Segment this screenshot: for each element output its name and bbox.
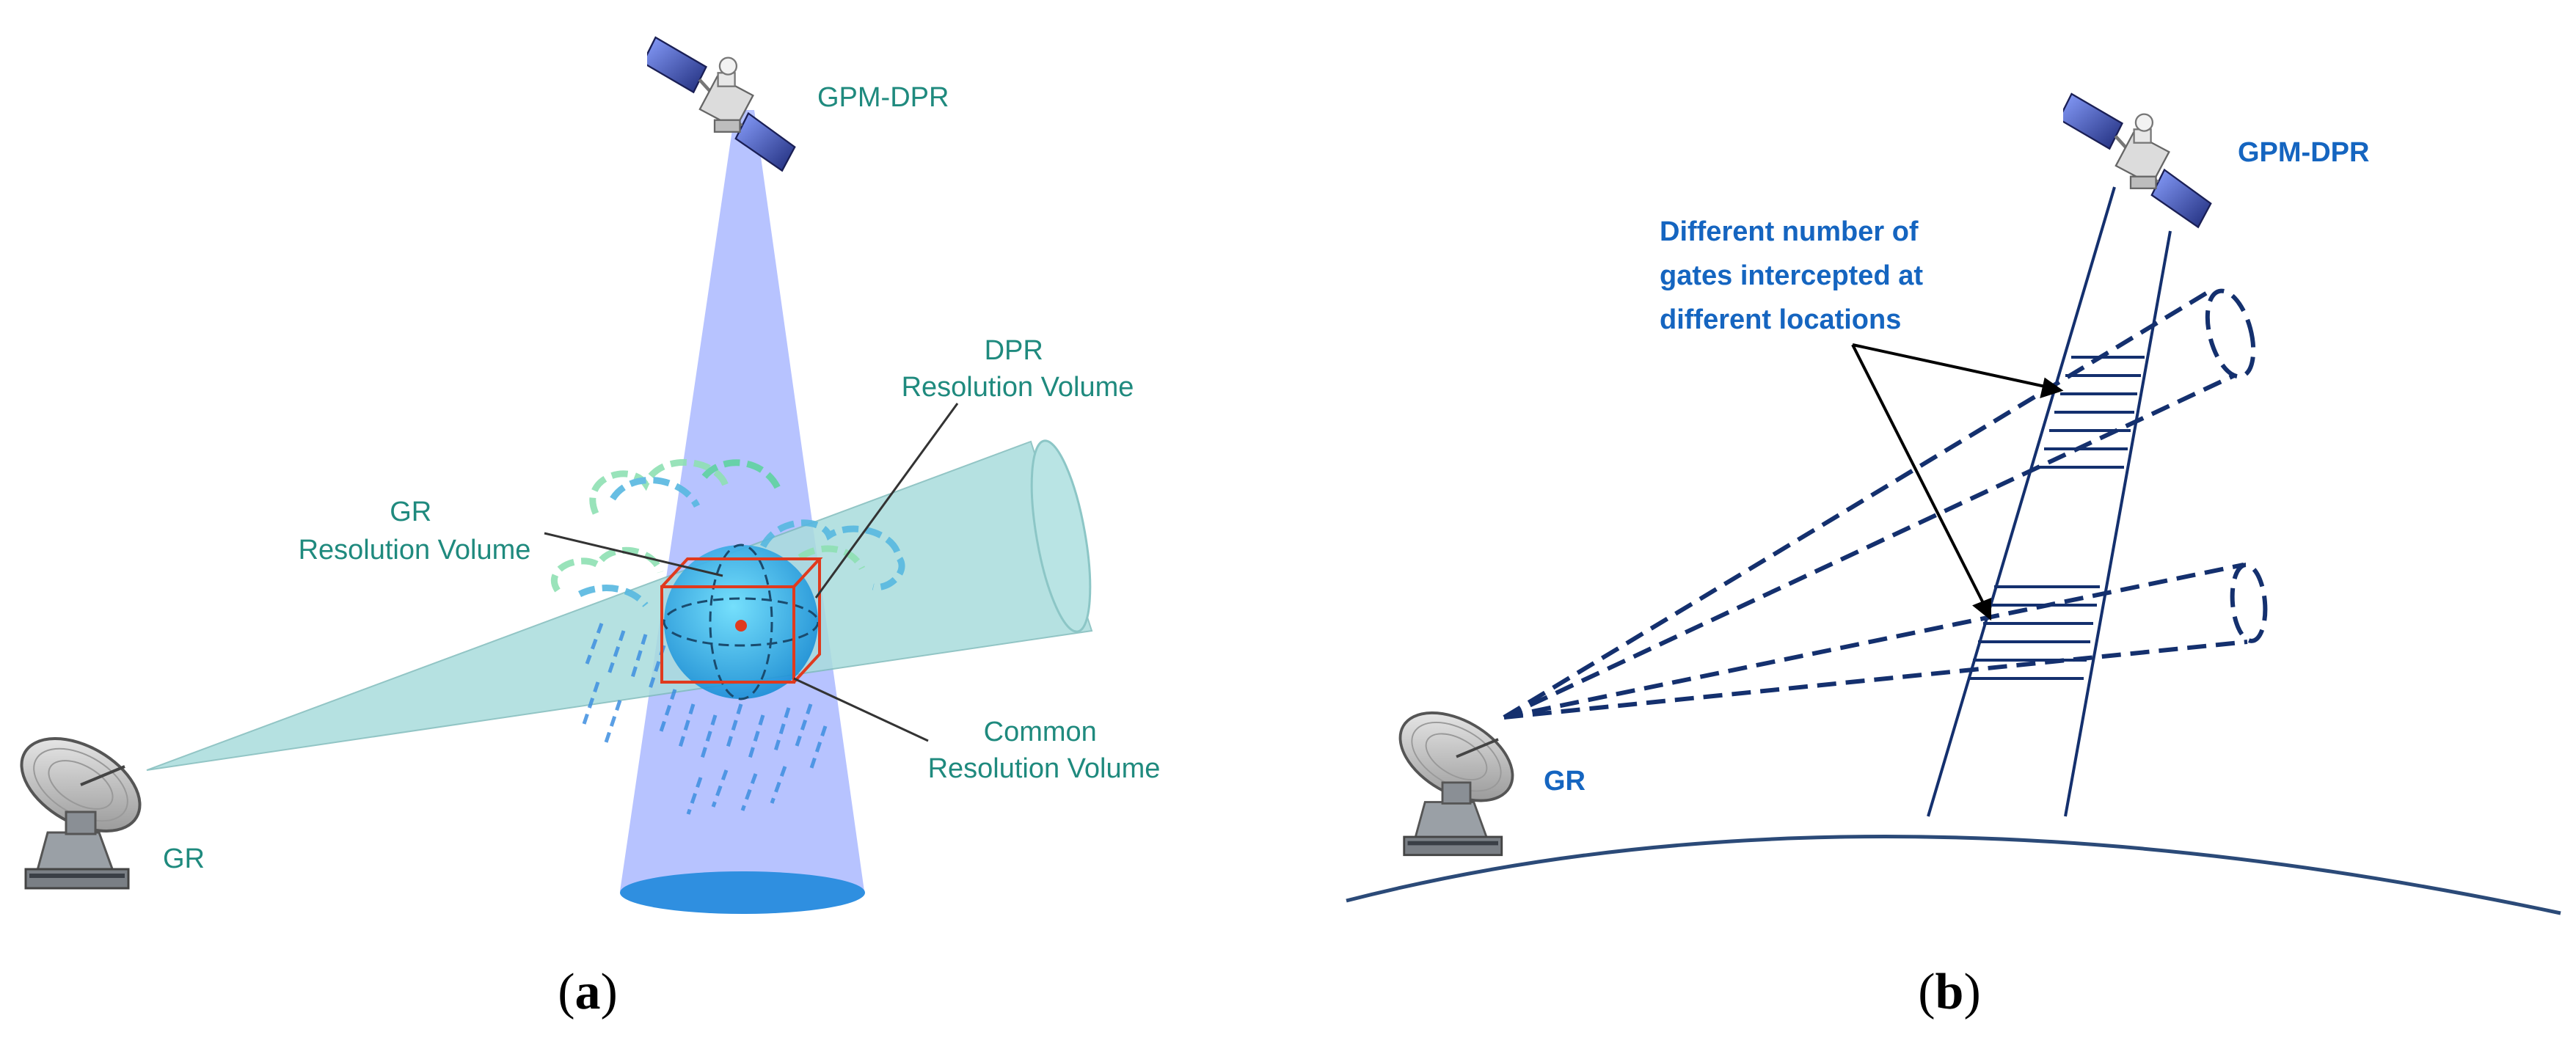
panel-b-ground-radar-label: GR — [1544, 766, 1586, 797]
lower-gate-stack — [1968, 585, 2100, 680]
common-resolution-volume-box — [660, 557, 823, 684]
common-volume-arrow — [793, 677, 929, 742]
dpr-resolution-volume — [663, 544, 820, 700]
satellite-icon — [643, 37, 795, 171]
satellite-beam-left-edge — [1927, 186, 2116, 817]
panel-a-caption: (a) — [558, 964, 618, 1020]
satellite-icon — [2059, 94, 2211, 227]
upper-gate-stack — [2039, 356, 2145, 469]
panel-a-common-volume-label: Common Resolution Volume — [928, 717, 1161, 784]
earth-surface-curve — [1346, 835, 2561, 915]
satellite-beam-cone — [620, 110, 864, 891]
satellite-beam-right-edge — [2064, 230, 2172, 817]
dpr-volume-arrow — [814, 403, 959, 599]
panel-b-satellite-label: GPM-DPR — [2238, 137, 2369, 168]
panel-b-caption: (b) — [1918, 964, 1981, 1020]
gr-volume-arrow — [544, 532, 723, 577]
gr-beam-end — [1030, 439, 1092, 633]
radar-dish-icon — [7, 722, 154, 890]
panel-a-dpr-volume-label: DPR Resolution Volume — [902, 335, 1134, 403]
rain-icon — [581, 623, 828, 815]
panel-a-satellite-label: GPM-DPR — [817, 82, 949, 113]
panel-a-ground-radar-label: GR — [163, 843, 205, 874]
panel-a: GPM-DPR GR DPR Resolution Volume GR Reso… — [7, 37, 1161, 1020]
lower-gr-beam — [1503, 563, 2268, 720]
panel-a-gr-volume-label: GR Resolution Volume — [299, 497, 531, 566]
beam-footprint — [620, 871, 865, 914]
panel-b: Different number of gates intercepted at… — [1346, 94, 2561, 1020]
gates-annotation: Different number of gates intercepted at… — [1660, 216, 1931, 335]
upper-gr-beam — [1503, 288, 2256, 720]
cloud-icon — [550, 458, 905, 608]
annotation-arrows — [1851, 343, 2064, 621]
